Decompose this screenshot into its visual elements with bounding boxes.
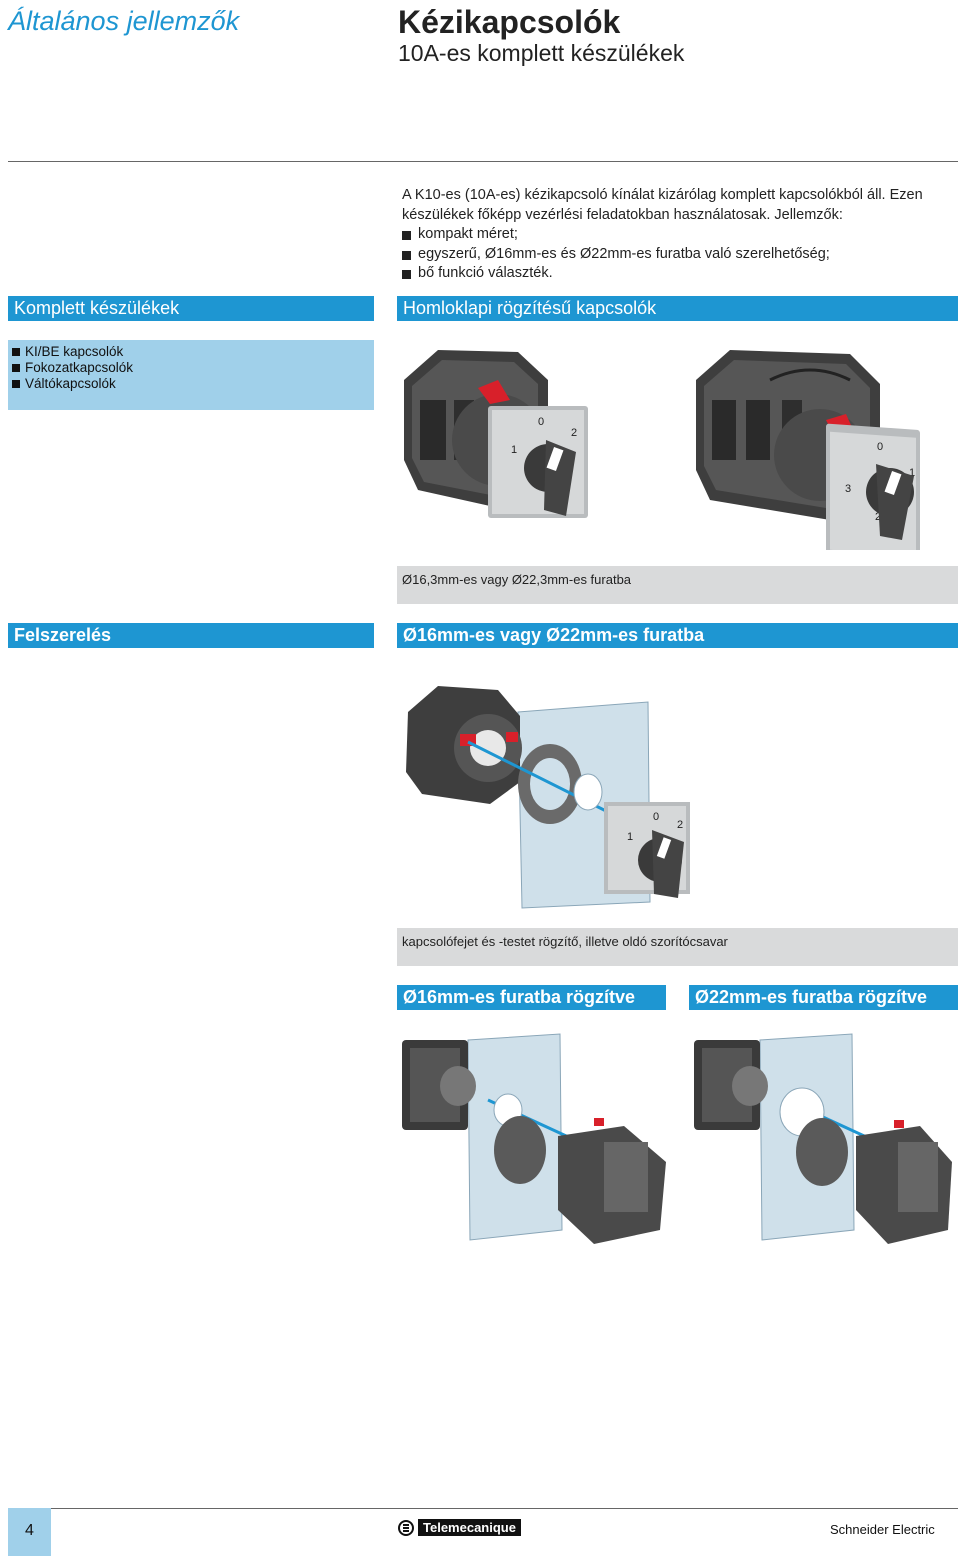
mounted-16mm-illustration [402, 1033, 666, 1244]
brand-name: Schneider Electric [830, 1522, 935, 1537]
caption-clamp-screw: kapcsolófejet és -testet rögzítő, illetv… [397, 928, 958, 966]
switch-illustration-multi-position: 0 1 2 3 [696, 350, 920, 550]
heading-front-mount-switches: Homloklapi rögzítésű kapcsolók [397, 296, 958, 321]
dial-mark: 0 [877, 441, 883, 453]
dial-mark: 1 [909, 467, 915, 479]
intro-text: A K10-es (10A-es) kézikapcsoló kínálat k… [402, 187, 923, 223]
footer-divider [51, 1508, 958, 1509]
intro-block: A K10-es (10A-es) kézikapcsoló kínálat k… [402, 186, 958, 284]
page-subtitle: 10A-es komplett készülékek [398, 40, 685, 66]
telemecanique-logo: Telemecanique [398, 1519, 521, 1537]
feature-list: kompakt méret; egyszerű, Ø16mm-es és Ø22… [402, 225, 958, 284]
dial-mark: 1 [511, 444, 517, 456]
mounted-22mm-illustration [694, 1033, 952, 1244]
header-divider [8, 161, 958, 162]
telemecanique-mark-icon [398, 1519, 414, 1536]
feature-item: kompakt méret; [402, 225, 958, 245]
switch-illustration-2-position: 0 1 2 [404, 350, 588, 518]
logo-text: Telemecanique [418, 1519, 521, 1537]
heading-16mm-mounted: Ø16mm-es furatba rögzítve [397, 985, 666, 1010]
caption-hole-size: Ø16,3mm-es vagy Ø22,3mm-es furatba [397, 566, 958, 604]
feature-item: egyszerű, Ø16mm-es és Ø22mm-es furatba v… [402, 245, 958, 265]
section-title: Általános jellemzők [8, 6, 240, 36]
page-number: 4 [25, 1522, 34, 1539]
dial-mark: 3 [845, 483, 851, 495]
heading-22mm-mounted: Ø22mm-es furatba rögzítve [689, 985, 958, 1010]
feature-item: bő funkció választék. [402, 264, 958, 284]
switch-type-list: KI/BE kapcsolók Fokozatkapcsolók Váltóka… [8, 340, 374, 410]
dial-mark: 2 [875, 511, 881, 523]
side-heading-complete-devices: Komplett készülékek [8, 296, 374, 321]
switch-type-item: Fokozatkapcsolók [12, 360, 374, 376]
switch-type-item: KI/BE kapcsolók [12, 344, 374, 360]
dial-mark: 2 [571, 427, 577, 439]
dial-mark: 1 [627, 831, 633, 843]
dial-mark: 0 [538, 416, 544, 428]
side-heading-mounting: Felszerelés [8, 623, 374, 648]
dial-mark: 2 [677, 819, 683, 831]
switch-type-item: Váltókapcsolók [12, 376, 374, 392]
page-number-box [8, 1508, 51, 1556]
page-title: Kézikapcsolók [398, 4, 621, 40]
dial-mark: 0 [653, 811, 659, 823]
heading-mounting-hole: Ø16mm-es vagy Ø22mm-es furatba [397, 623, 958, 648]
mounting-exploded-illustration: 0 1 2 [406, 686, 690, 909]
